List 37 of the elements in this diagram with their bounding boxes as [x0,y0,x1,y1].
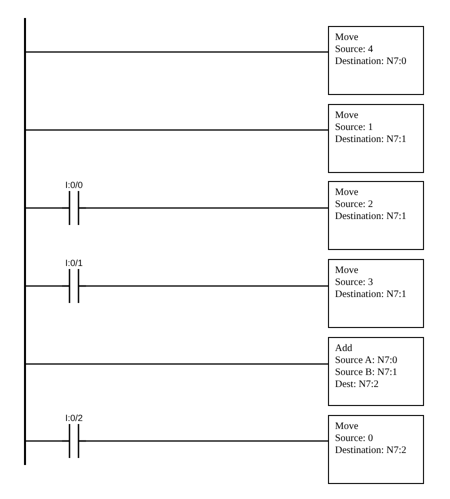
operand-text: Source B: N7:1 [335,367,398,379]
operand-text: Destination: N7:0 [335,56,408,68]
operand-text: Source A: N7:0 [335,355,398,367]
operand-text: Source: 3 [335,277,374,289]
operand-text: Source: 0 [335,433,374,445]
rung-wire [26,51,328,53]
rung-wire [26,207,62,209]
instruction-box [328,337,424,406]
instruction-name: Move [335,421,360,433]
operand-text: Destination: N7:1 [335,134,408,146]
operand-text: Destination: N7:1 [335,211,408,223]
instruction-box [328,259,424,328]
contact-address: I:0/1 [64,257,84,269]
instruction-box [328,26,424,95]
operand-text: Source: 2 [335,199,374,211]
operand-text: Source: 4 [335,44,374,56]
contact-address: I:0/0 [64,179,84,191]
operand-text: Dest: N7:2 [335,379,380,391]
rung-wire [86,207,328,209]
instruction-name: Move [335,187,360,199]
instruction-box [328,181,424,250]
instruction-box [328,415,424,484]
instruction-box [328,104,424,173]
operand-text: Destination: N7:1 [335,289,408,301]
instruction-name: Move [335,32,360,44]
contact-address: I:0/2 [64,412,84,424]
operand-text: Destination: N7:2 [335,445,408,457]
rung-wire [86,285,328,287]
instruction-name: Move [335,110,360,122]
operand-text: Source: 1 [335,122,374,134]
rung-wire [26,285,62,287]
rung-wire [26,129,328,131]
instruction-name: Add [335,343,354,355]
rung-wire [26,440,62,442]
rung-wire [86,440,328,442]
instruction-name: Move [335,265,360,277]
rung-wire [26,363,328,365]
